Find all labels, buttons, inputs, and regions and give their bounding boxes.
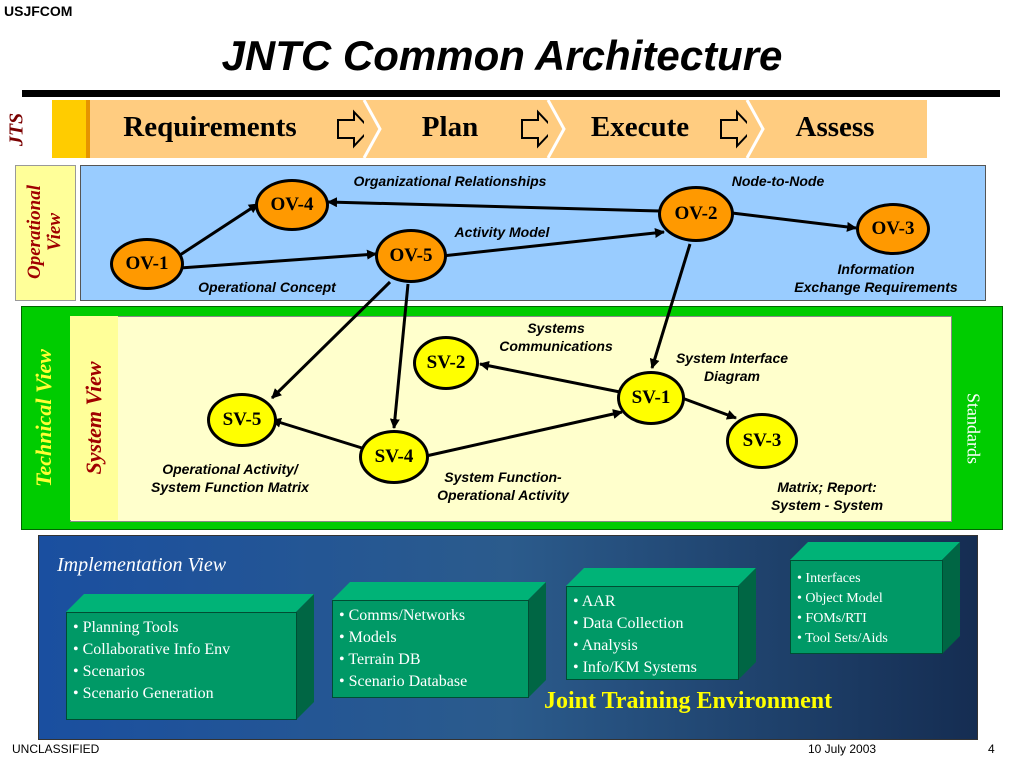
card-item: • Models: [339, 629, 397, 646]
arrow-ov1-ov4: [179, 202, 259, 257]
node-sv3: SV-3: [726, 413, 798, 469]
label-op-activity-matrix: Operational Activity/ System Function Ma…: [151, 461, 309, 495]
node-sv1: SV-1: [617, 371, 685, 425]
card-item: • Tool Sets/Aids: [797, 631, 888, 646]
arrow-ov5-ov2: [441, 227, 665, 258]
card-item: • Scenarios: [73, 663, 145, 680]
card-item: • Info/KM Systems: [573, 659, 697, 676]
classification-label: UNCLASSIFIED: [12, 742, 100, 756]
chevron-arrow-icon: [720, 109, 755, 149]
label-node-to-node: Node-to-Node: [731, 173, 825, 189]
card-item: • Data Collection: [573, 615, 684, 632]
arrow-ov2-ov3: [731, 211, 857, 232]
chevron-arrow-icon: [337, 109, 372, 149]
arrow-sv4-sv1: [425, 409, 623, 458]
node-sv5: SV-5: [207, 393, 277, 447]
card-item: • Collaborative Info Env: [73, 641, 231, 658]
operational-view-side: [15, 165, 76, 301]
card-item: • Analysis: [573, 637, 638, 654]
chevron-arrow-icon: [521, 109, 556, 149]
operational-view-panel: [80, 165, 986, 301]
phase-requirements: Requirements: [123, 111, 297, 143]
card-item: • FOMs/RTI: [797, 611, 867, 626]
org-label: USJFCOM: [4, 3, 73, 19]
phase-execute: Execute: [590, 111, 690, 143]
page-title: JNTC Common Architecture: [221, 32, 783, 79]
card-item: • Scenario Generation: [73, 685, 214, 702]
label-system-function: System Function- Operational Activity: [437, 469, 569, 503]
node-ov4: OV-4: [255, 179, 329, 231]
arrow-ov2-sv1: [649, 243, 692, 369]
label-system-interface: System Interface Diagram: [675, 350, 789, 384]
system-view-side: [70, 316, 118, 520]
card-item: • Scenario Database: [339, 673, 468, 690]
node-ov5: OV-5: [375, 229, 447, 283]
node-sv4: SV-4: [359, 430, 429, 484]
node-ov2: OV-2: [658, 186, 734, 242]
arrow-ov1-ov5: [179, 249, 377, 270]
jts-label-box: [52, 100, 90, 158]
card-item: • Comms/Networks: [339, 607, 466, 624]
label-operational-concept: Operational Concept: [198, 279, 336, 295]
implementation-view-title: Implementation View: [57, 554, 227, 576]
arrow-ov2-ov4: [327, 197, 661, 213]
arrow-ov5-sv5: [270, 280, 392, 400]
arrow-sv1-sv3: [681, 396, 737, 420]
card-item: • Terrain DB: [339, 651, 421, 668]
jts-bar: [52, 100, 927, 158]
joint-training-environment-label: Joint Training Environment: [544, 688, 833, 714]
node-ov1: OV-1: [110, 238, 184, 290]
arrow-sv1-sv2: [479, 360, 621, 394]
label-systems-communications: Systems Communications: [499, 320, 613, 354]
page-number: 4: [988, 742, 995, 756]
card-item: • Planning Tools: [73, 619, 179, 636]
label-matrix-report: Matrix; Report: System - System: [770, 479, 884, 513]
label-information-exchange: Information Exchange Requirements: [794, 261, 958, 295]
card-item: • Object Model: [797, 591, 883, 606]
label-activity-model: Activity Model: [454, 224, 550, 240]
date-label: 10 July 2003: [808, 742, 877, 756]
phase-assess: Assess: [795, 111, 875, 143]
title-rule: [22, 90, 1000, 97]
node-ov3: OV-3: [856, 203, 930, 255]
phase-plan: Plan: [421, 111, 479, 143]
card-item: • AAR: [573, 593, 616, 610]
arrow-sv4-sv5: [271, 417, 363, 450]
jts-chevrons: [337, 100, 765, 158]
arrow-ov5-sv4: [389, 283, 410, 429]
label-org-relationships: Organizational Relationships: [353, 173, 547, 189]
node-sv2: SV-2: [413, 336, 479, 390]
card-item: • Interfaces: [797, 571, 861, 586]
